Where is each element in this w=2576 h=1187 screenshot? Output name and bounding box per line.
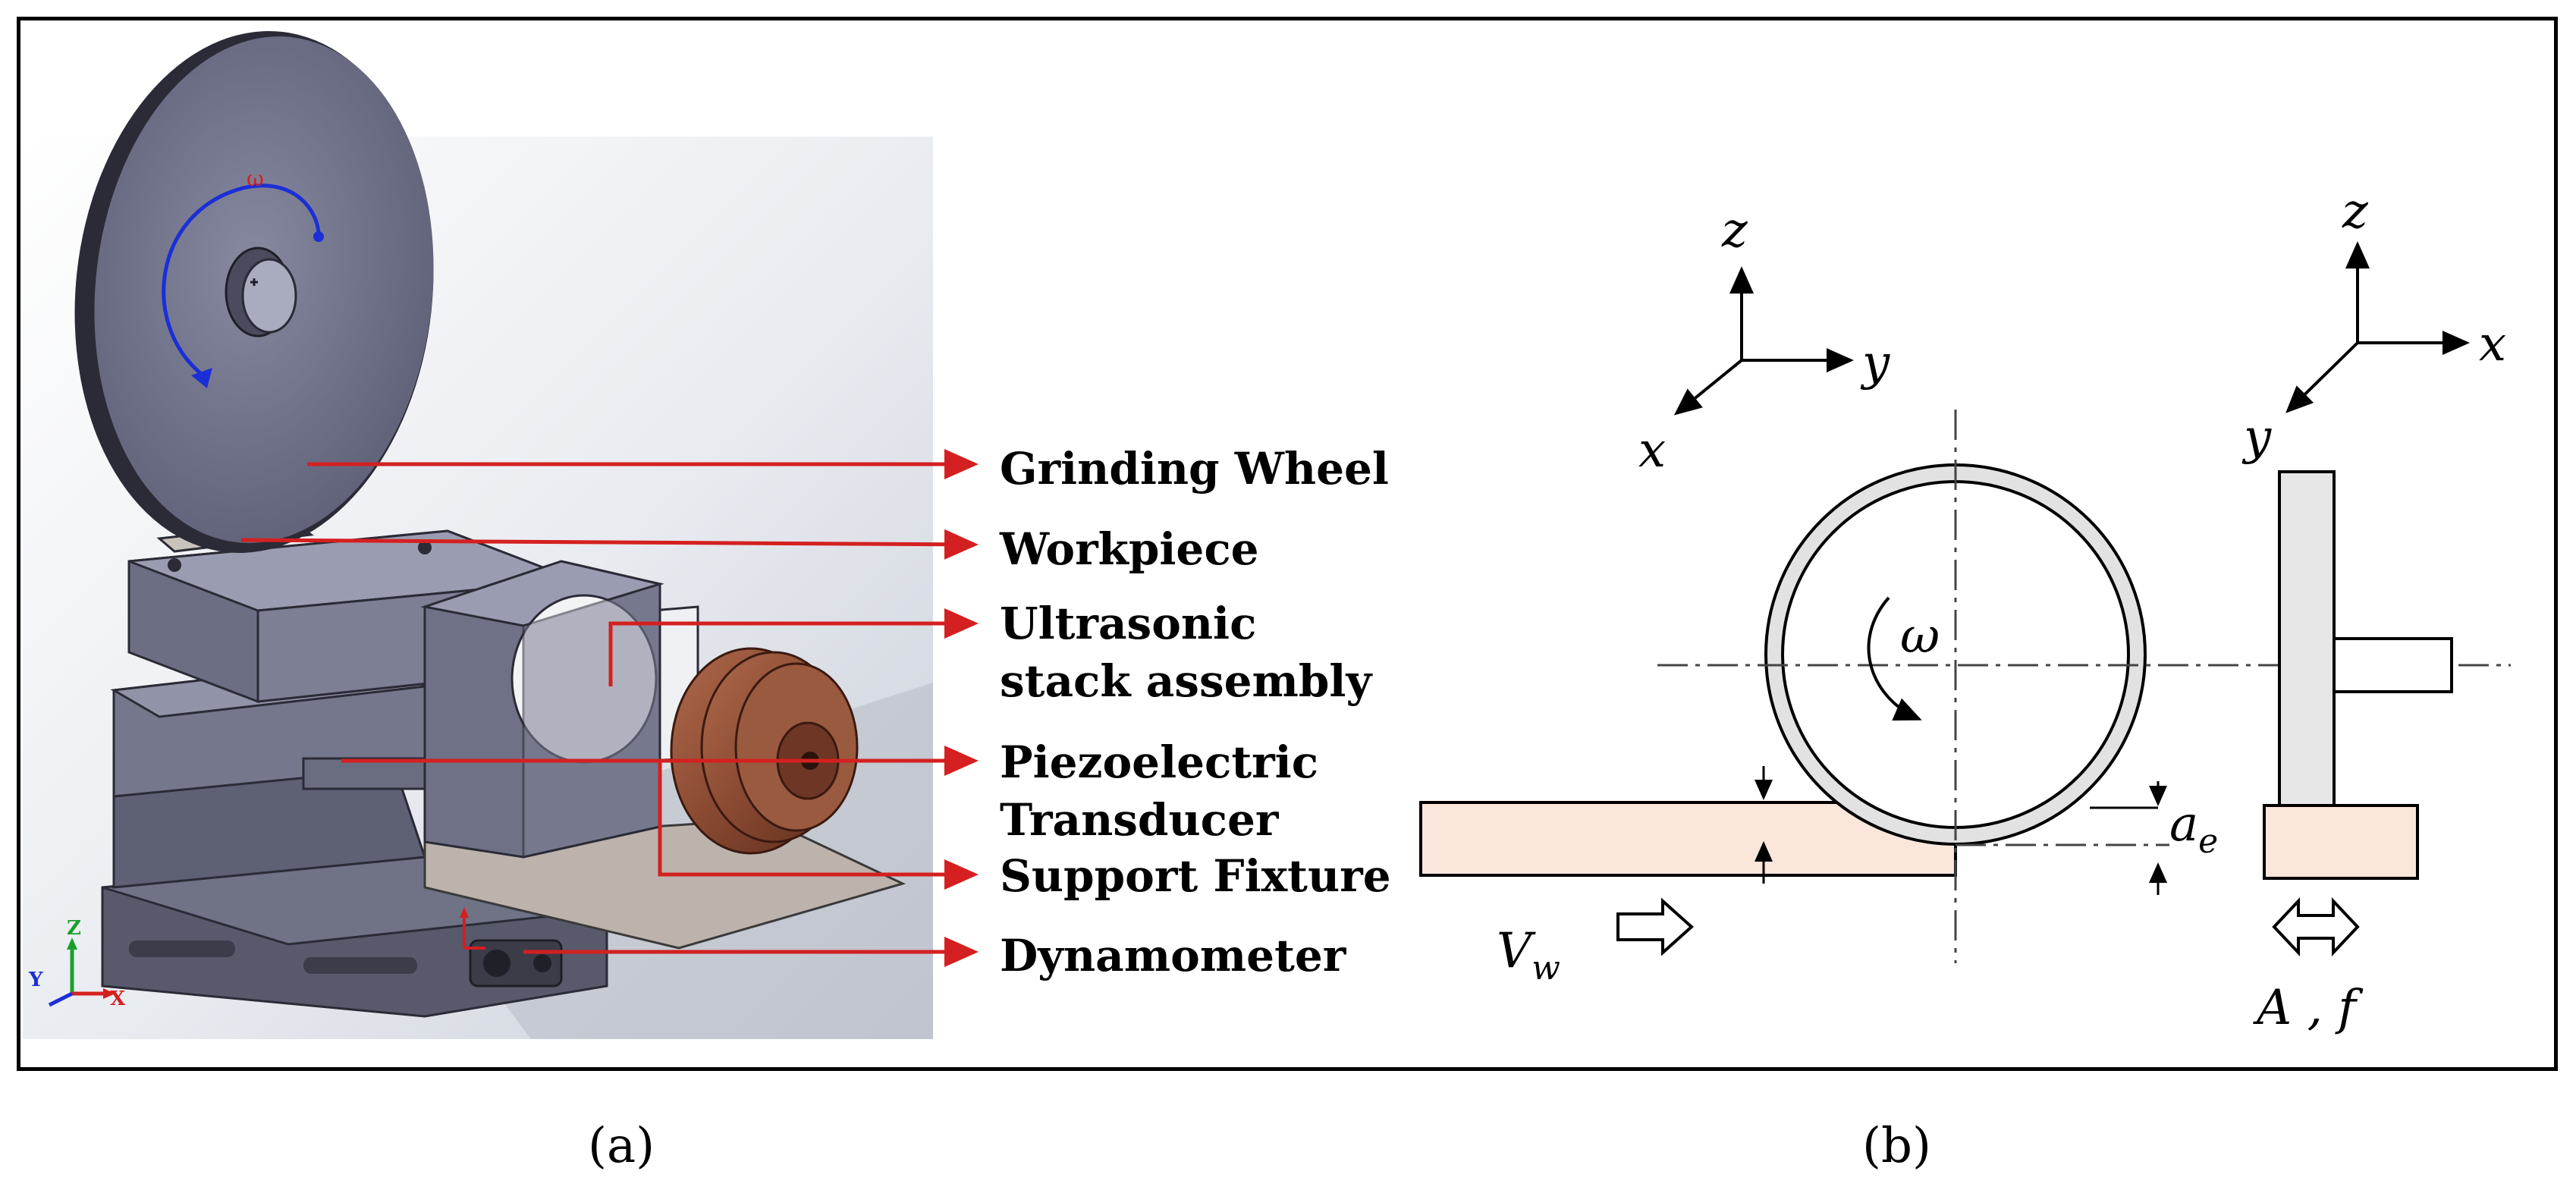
triad-x-label: X [110,988,126,1010]
caption-b: (b) [1862,1118,1931,1174]
label-ultrasonic-line2: stack assembly [1000,655,1373,707]
piezo-transducer [670,647,859,855]
coordinate-triad: Z Y X [28,917,126,1010]
caption-a: (a) [588,1118,655,1174]
label-piezo-line2: Transducer [1000,794,1280,846]
right-axis-x: x [2479,316,2506,372]
right-axis-z: z [2342,184,2369,240]
grinding-wheel: ω [74,31,434,553]
omega-label: ω [247,166,264,191]
panel-a-cad-model: ω Z Y X Grinding Whee [23,31,1391,1039]
left-axis-y: y [1860,335,1890,391]
base-slot [129,940,235,957]
wheel-shaft-side [2333,637,2453,693]
callout-workpiece [240,529,979,560]
wheel-rotation-arrow-icon [1867,596,1922,721]
label-grinding-wheel: Grinding Wheel [1000,443,1389,495]
feed-arrow-icon [1616,897,1694,956]
wheel-side-view [2278,470,2336,837]
label-ultrasonic-line1: Ultrasonic [1000,598,1256,649]
figure-frame [17,17,2558,1071]
depth-marker-right [2090,781,2167,895]
left-axes [1673,266,1854,416]
support-pillar [420,560,664,859]
triad-y-label: Y [28,969,43,991]
dynamometer-axis-marker [460,907,485,950]
label-dynamometer: Dynamometer [1000,930,1347,981]
label-piezo-line1: Piezoelectric [1000,736,1318,788]
right-axis-y: y [2241,410,2272,466]
vibration-arrow-icon [2272,897,2360,957]
speed-label: Vw [1497,923,1560,988]
callout-lines [240,449,979,967]
left-axis-x: x [1638,422,1666,479]
triad-z-label: Z [67,917,81,940]
callout-support [658,761,979,890]
label-workpiece: Workpiece [999,523,1259,575]
panel-b-schematic: z y x z x y ω [1419,184,2511,1036]
left-axis-z: z [1721,203,1748,259]
depth-label: ae [2169,796,2218,861]
label-support-fixture: Support Fixture [1000,850,1391,902]
callout-ultrasonic [608,608,979,686]
vibration-label: A , f [2253,980,2364,1036]
connector-port-icon [533,954,551,972]
base-slot [303,957,417,974]
rotation-arrow-icon [162,184,321,377]
workpiece-side [2263,804,2419,880]
connector-port-icon [483,950,510,977]
right-axes [2285,241,2470,413]
omega-symbol: ω [1900,608,1940,664]
